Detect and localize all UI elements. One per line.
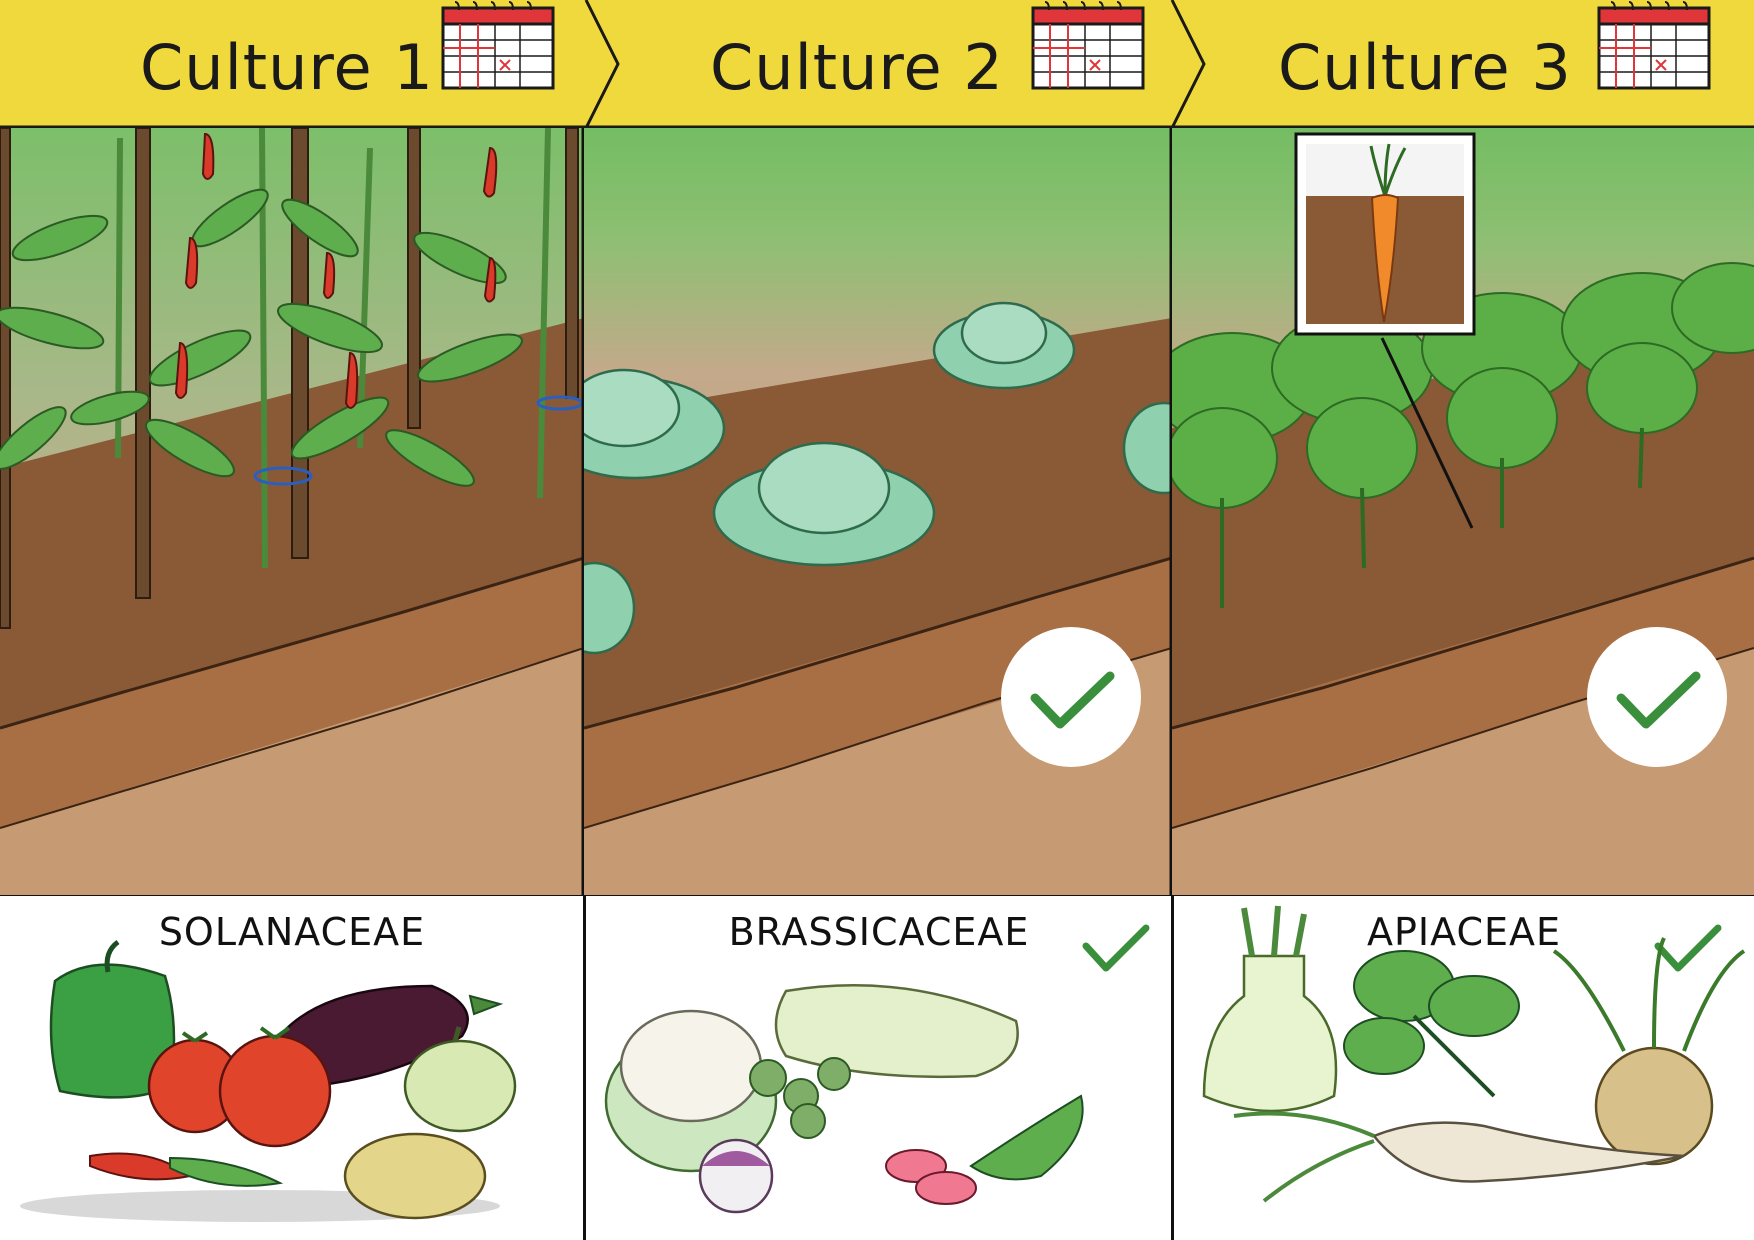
- tomato-icon: [147, 1026, 332, 1148]
- header-band: Culture 1 Culture 2 Culture 3: [0, 0, 1754, 128]
- check-mark-icon: [1587, 627, 1727, 767]
- check-mark-icon: [1082, 924, 1150, 972]
- culture-1-title: Culture 1: [140, 31, 434, 104]
- parsnip-icon: [1233, 1111, 1685, 1203]
- chili-pepper-icon: [89, 1152, 284, 1187]
- family-name: SOLANACEAE: [158, 910, 426, 954]
- cauliflower-icon: [604, 1009, 778, 1173]
- family-name: BRASSICACEAE: [728, 910, 1030, 954]
- calendar-icon: [1597, 1, 1711, 90]
- pepper-plants-scene: [0, 128, 584, 896]
- family-panel-brassicaceae: BRASSICACEAE: [586, 896, 1172, 1240]
- parsley-icon: [1343, 950, 1520, 1098]
- radishes-icon: [885, 1094, 1084, 1205]
- apiaceae-vegetables: [1202, 905, 1746, 1203]
- solanaceae-vegetables: [20, 939, 517, 1222]
- brassicaceae-vegetables: [604, 924, 1150, 1214]
- family-name: APIACEAE: [1367, 910, 1561, 954]
- family-panel-apiaceae: APIACEAE: [1174, 896, 1754, 1240]
- chinese-cabbage-icon: [774, 984, 1019, 1079]
- fennel-icon: [1202, 905, 1338, 1113]
- column-divider: [1171, 896, 1174, 1240]
- culture-3-title: Culture 3: [1278, 31, 1572, 104]
- carrot-scene: [1172, 128, 1754, 896]
- culture-2-title: Culture 2: [710, 31, 1004, 104]
- turnip-icon: [698, 1138, 774, 1214]
- calendar-icon: [441, 1, 555, 90]
- celeriac-icon: [1552, 937, 1746, 1166]
- pumpkin-icon: [403, 1026, 517, 1133]
- cabbage-scene: [584, 128, 1172, 896]
- check-mark-icon: [1001, 627, 1141, 767]
- family-panel-solanaceae: SOLANACEAE: [0, 896, 584, 1240]
- column-divider: [583, 896, 586, 1240]
- calendar-icon: [1031, 1, 1145, 90]
- brussels-sprouts-icon: [749, 1057, 851, 1139]
- check-mark-icon: [1654, 924, 1722, 972]
- potato-icon: [343, 1132, 487, 1220]
